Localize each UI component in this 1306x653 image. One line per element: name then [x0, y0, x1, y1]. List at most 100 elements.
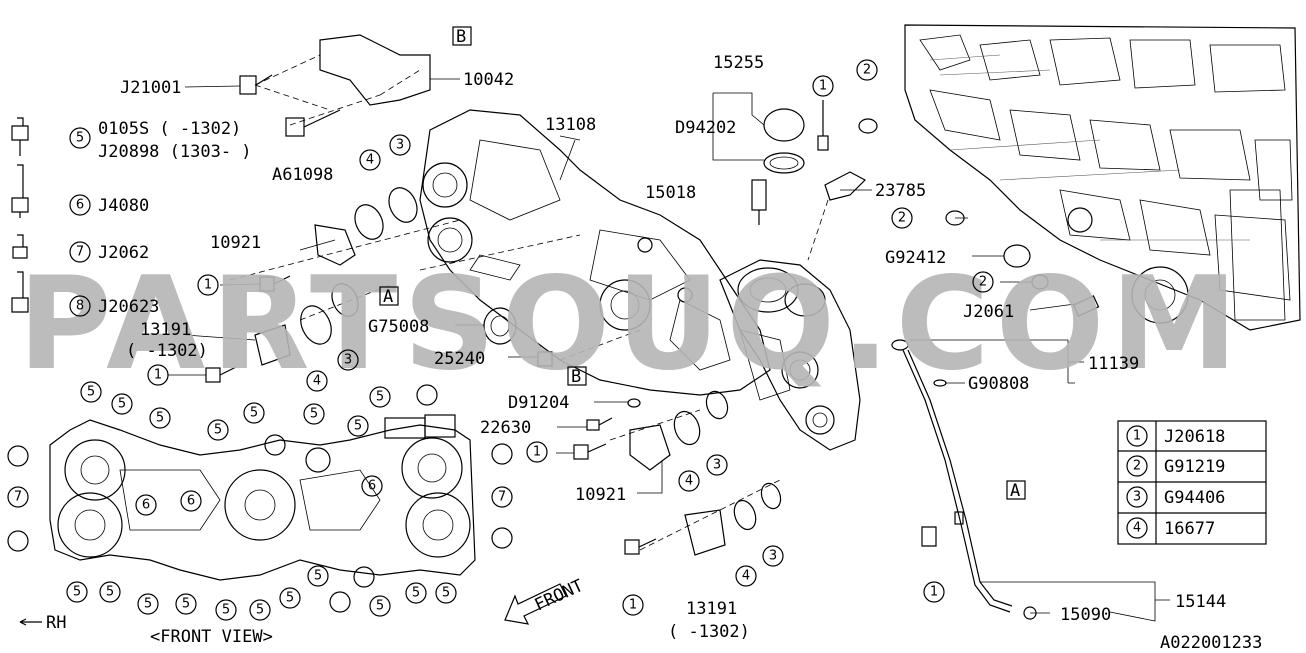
callout-number: 1 — [154, 368, 162, 383]
callout-circle — [66, 581, 88, 603]
callout-number: 5 — [73, 585, 81, 600]
callout-circle — [735, 565, 757, 587]
label-10042: 10042 — [463, 70, 514, 90]
dipstick-drawing — [891, 339, 1069, 620]
callout-number: 5 — [182, 597, 190, 612]
diagram-code: A022001233 — [1160, 633, 1262, 653]
callout-circle — [405, 582, 427, 604]
callout-number: 5 — [412, 586, 420, 601]
label-j2061: J2061 — [963, 302, 1014, 322]
bolt-legend-text-8: J20623 — [98, 297, 159, 317]
callout-circle — [762, 545, 784, 567]
watermark: PARTSOUQ.COM — [18, 250, 1244, 399]
label-15090: 15090 — [1060, 605, 1111, 625]
callout-circle — [279, 587, 301, 609]
callout-circle — [435, 582, 457, 604]
callout-number: 5 — [144, 597, 152, 612]
ref-box-b-top-frame — [452, 26, 472, 46]
callout-circle — [491, 527, 513, 549]
callout-circle — [7, 530, 29, 552]
label-g75008: G75008 — [368, 317, 429, 337]
callout-circle — [622, 594, 644, 616]
callout-number: 3 — [713, 458, 721, 473]
legend-row-4-num: 4 — [1133, 521, 1141, 536]
callout-number: 4 — [742, 569, 750, 584]
ref-box-a-left: A — [383, 287, 393, 307]
callout-circle — [207, 419, 229, 441]
callout-number: 2 — [863, 63, 871, 78]
callout-circle — [812, 75, 834, 97]
front-direction-label: FRONT — [532, 576, 587, 616]
legend-row-1-part: J20618 — [1164, 427, 1225, 447]
label-15144: 15144 — [1175, 592, 1226, 612]
callout-circle — [99, 581, 121, 603]
ref-box-b-mid: B — [571, 367, 581, 387]
timing-cover-drawing — [419, 109, 771, 396]
bolt-legend-text-6: J4080 — [98, 196, 149, 216]
callout-circle — [361, 475, 383, 497]
callout-circle — [111, 393, 133, 415]
callout-number: 5 — [256, 603, 264, 618]
callout-number: 5 — [250, 406, 258, 421]
label-13191-bottom: 13191 — [686, 599, 737, 619]
front-view-label: <FRONT VIEW> — [150, 627, 273, 647]
bolt-legend-num-5: 5 — [76, 131, 84, 146]
label-a61098: A61098 — [272, 165, 333, 185]
callout-number: 2 — [898, 211, 906, 226]
callout-circle — [7, 445, 29, 467]
callout-number: 5 — [286, 591, 294, 606]
callout-circle — [359, 149, 381, 171]
callout-circle — [369, 595, 391, 617]
bolt-legend-text-7: J2062 — [98, 243, 149, 263]
callout-number: 5 — [376, 390, 384, 405]
housing-drawing — [719, 259, 861, 451]
legend-row-2-part: G91219 — [1164, 457, 1225, 477]
callout-circle — [389, 134, 411, 156]
callout-circle — [197, 274, 219, 296]
legend-row-2-num: 2 — [1133, 459, 1141, 474]
legend-row-3-num: 3 — [1133, 490, 1141, 505]
callout-number: 5 — [442, 586, 450, 601]
callout-circle — [369, 386, 391, 408]
callout-number: 6 — [368, 479, 376, 494]
callout-number: 1 — [204, 278, 212, 293]
callout-circle — [303, 403, 325, 425]
callout-number: 5 — [118, 397, 126, 412]
callout-number: 5 — [376, 599, 384, 614]
label-25240: 25240 — [434, 349, 485, 369]
callout-number: 4 — [366, 153, 374, 168]
label-d94202: D94202 — [675, 118, 736, 138]
legend-row-4-part: 16677 — [1164, 519, 1215, 539]
label-d91204: D91204 — [508, 393, 569, 413]
callout-circle — [891, 207, 913, 229]
ref-box-a-left-frame — [379, 286, 399, 306]
ref-box-b-mid-frame — [567, 366, 587, 386]
label-22630: 22630 — [480, 418, 531, 438]
label-j21001: J21001 — [120, 78, 181, 98]
callout-number: 5 — [222, 603, 230, 618]
callout-number: 5 — [87, 385, 95, 400]
callout-circle — [416, 384, 438, 406]
callout-number: 3 — [344, 353, 352, 368]
callout-circle — [7, 486, 29, 508]
callout-number: 3 — [396, 138, 404, 153]
callout-circle — [180, 490, 202, 512]
ref-box-a-right-frame — [1006, 480, 1026, 500]
callout-circle — [80, 381, 102, 403]
callout-circle — [243, 402, 265, 424]
ref-box-a-right: A — [1010, 481, 1020, 501]
callout-circle — [307, 565, 329, 587]
label-10921-top: 10921 — [210, 233, 261, 253]
callout-number: 5 — [310, 407, 318, 422]
callout-number: 1 — [533, 445, 541, 460]
callout-circle — [249, 599, 271, 621]
bolt-legend-text-5a: 0105S ( -1302) — [98, 119, 241, 139]
callout-number: 5 — [156, 411, 164, 426]
callout-number: 6 — [142, 498, 150, 513]
callout-circle — [972, 271, 994, 293]
callout-circle — [329, 591, 351, 613]
callout-number: 1 — [629, 598, 637, 613]
